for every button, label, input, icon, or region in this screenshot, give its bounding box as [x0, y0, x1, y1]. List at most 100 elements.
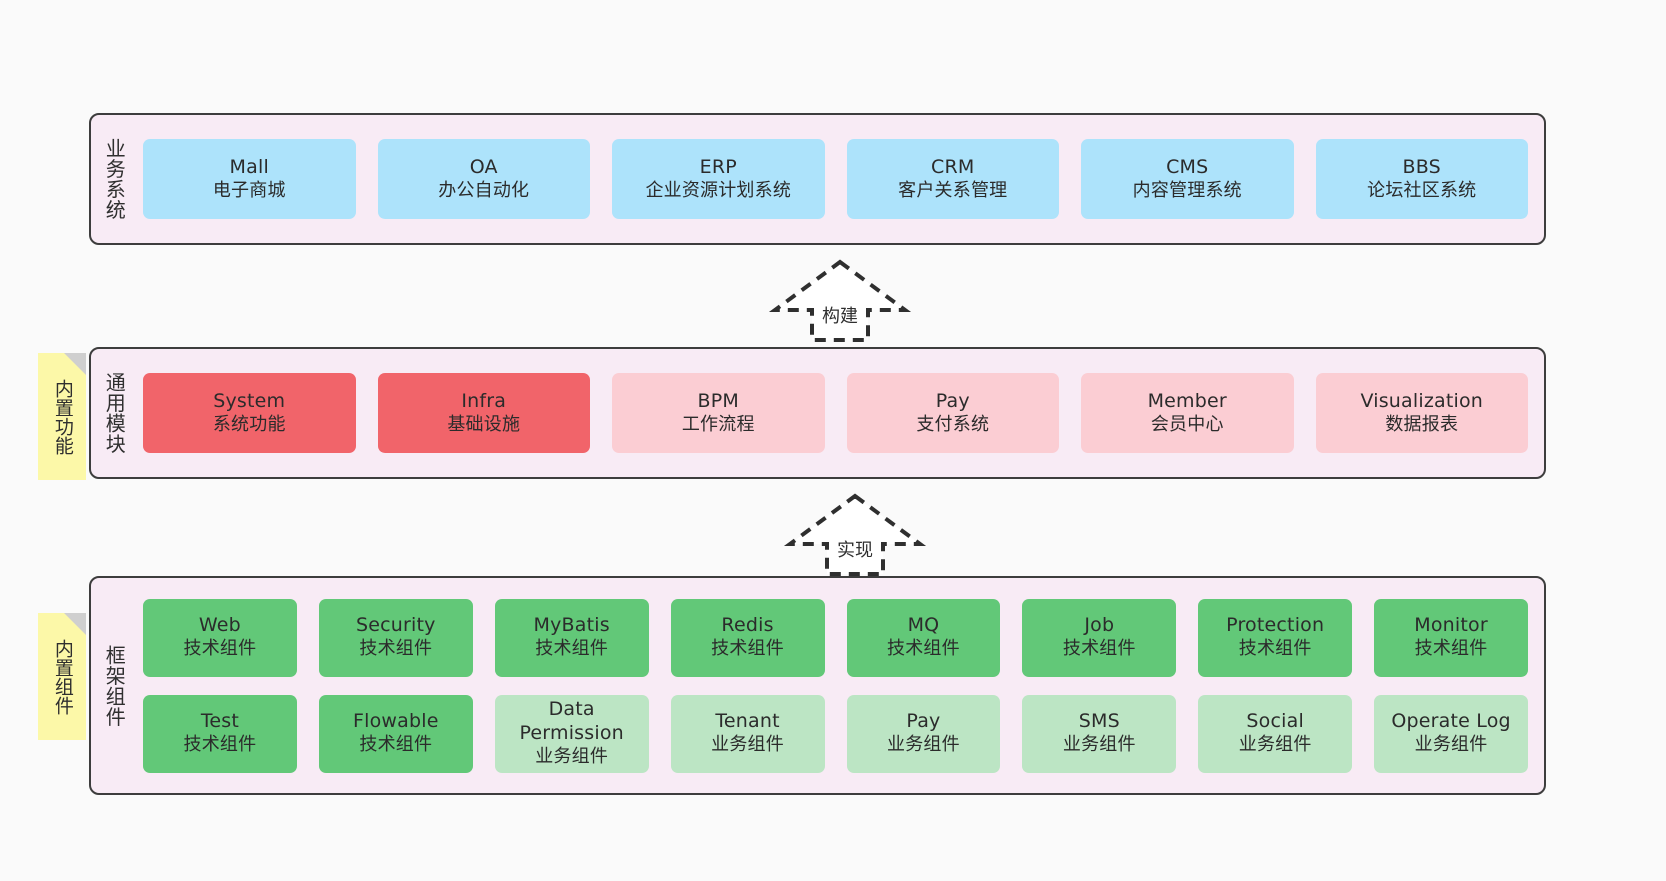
sticky-note-fold-icon — [64, 353, 86, 375]
card-title: CMS — [1166, 155, 1209, 178]
card-title: Security — [356, 614, 436, 637]
card-subtitle: 业务组件 — [711, 734, 784, 756]
card-subtitle: 业务组件 — [887, 734, 960, 756]
card-title: Member — [1147, 389, 1227, 412]
card-title: Flowable — [352, 710, 439, 733]
card-subtitle: 技术组件 — [359, 638, 433, 660]
layer-business-systems-label: 业务系统 — [102, 138, 127, 220]
layer-common-modules-label: 通用模块 — [102, 372, 127, 454]
card-subtitle: 技术组件 — [1062, 638, 1136, 660]
card-title: CRM — [931, 155, 975, 178]
card-title: Web — [198, 614, 241, 637]
card-subtitle: 业务组件 — [535, 746, 609, 768]
card-title: Mall — [229, 155, 269, 178]
sticky-note-builtin-components-label: 内置组件 — [51, 638, 74, 715]
card-subtitle: 基础设施 — [447, 413, 521, 435]
card-subtitle: 业务组件 — [1062, 734, 1136, 756]
card-subtitle: 系统功能 — [212, 413, 286, 435]
card-subtitle: 技术组件 — [183, 638, 257, 660]
card-title: MQ — [907, 614, 940, 637]
card-subtitle: 会员中心 — [1150, 413, 1224, 435]
card-subtitle: 支付系统 — [916, 413, 990, 435]
card-subtitle: 技术组件 — [183, 734, 257, 756]
card-title: Redis — [721, 614, 774, 637]
card-title: Pay — [906, 710, 941, 733]
card-subtitle: 技术组件 — [1238, 638, 1312, 660]
card-subtitle: 数据报表 — [1385, 413, 1459, 435]
layer-framework-components-label: 框架组件 — [102, 644, 127, 727]
card-subtitle: 技术组件 — [535, 638, 609, 660]
sticky-note-builtin-features-label: 内置功能 — [51, 378, 74, 455]
card-subtitle: 技术组件 — [1414, 638, 1488, 660]
card-title: BBS — [1402, 155, 1441, 178]
card-subtitle: 内容管理系统 — [1132, 179, 1242, 201]
card-title: MyBatis — [533, 614, 610, 637]
card-title: Protection — [1226, 614, 1325, 637]
card-subtitle: 办公自动化 — [438, 179, 530, 201]
card-title: BPM — [697, 389, 739, 412]
card-title: System — [213, 389, 286, 412]
card-title: Data Permission — [519, 698, 624, 745]
card-subtitle: 技术组件 — [887, 638, 960, 660]
card-title: OA — [469, 155, 498, 178]
sticky-note-fold-icon — [64, 613, 86, 635]
build-arrow-shape — [768, 259, 912, 342]
card-title: Visualization — [1360, 389, 1484, 412]
sticky-note-builtin-components: 内置组件 — [38, 613, 86, 740]
card-title: Social — [1246, 710, 1304, 733]
card-subtitle: 电子商城 — [212, 179, 286, 201]
card-subtitle: 业务组件 — [1414, 734, 1488, 756]
card-title: Tenant — [715, 710, 780, 733]
card-title: Job — [1084, 614, 1115, 637]
card-subtitle: 客户关系管理 — [898, 179, 1008, 201]
card-subtitle: 技术组件 — [359, 734, 433, 756]
card-title: Monitor — [1414, 614, 1488, 637]
card-subtitle: 企业资源计划系统 — [645, 179, 792, 201]
implement-arrow-shape — [783, 493, 927, 576]
connector-build: 构建 — [755, 258, 925, 344]
card-title: ERP — [699, 155, 737, 178]
sticky-note-builtin-features: 内置功能 — [38, 353, 86, 480]
card-title: Pay — [935, 389, 970, 412]
card-title: Operate Log — [1391, 710, 1511, 733]
connector-implement: 实现 — [770, 492, 940, 578]
